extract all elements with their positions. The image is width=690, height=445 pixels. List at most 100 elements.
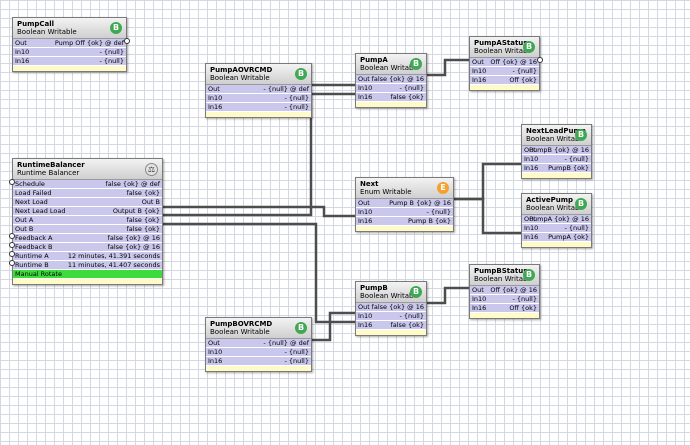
output-pin-icon[interactable]: [537, 57, 543, 63]
slot-in16[interactable]: In16 PumpB {ok}: [522, 164, 591, 173]
slot-value: 11 minutes, 41.407 seconds: [67, 261, 160, 269]
slot-value: false {ok} @ 16: [107, 243, 160, 251]
slot-in10[interactable]: In10- {null}: [206, 94, 311, 103]
block-type: Boolean Writab: [526, 135, 580, 143]
slot-value: false {ok} @ 16: [371, 75, 424, 83]
slot-label: Out: [15, 39, 27, 47]
slot-label: In10: [524, 224, 539, 232]
block-type: Boolean Writable: [17, 28, 77, 36]
slot-label: In10: [15, 48, 30, 56]
slot-in10[interactable]: In10- {null}: [356, 208, 453, 217]
slot-out[interactable]: Out- {null} @ def: [206, 85, 311, 94]
slot-value: Off {ok}: [509, 76, 537, 84]
slot-label: Out: [524, 146, 536, 154]
slot-label: In16: [524, 164, 539, 172]
slot-label: Out: [208, 339, 220, 347]
enum-badge-icon: E: [437, 182, 449, 194]
slot-value: - {null}: [284, 103, 309, 111]
block-footer: [522, 173, 591, 178]
block-footer: [522, 242, 591, 247]
block-header: NextLeadPump Boolean Writab B: [522, 125, 591, 146]
slot-out[interactable]: Out- {null} @ def: [206, 339, 311, 348]
input-pin-icon[interactable]: [9, 260, 15, 266]
slot-label: Out: [524, 215, 536, 223]
slot-label: Out: [208, 85, 220, 93]
slot-label: Out: [472, 286, 484, 294]
slot-value: PumpB {ok} @ 16: [529, 146, 589, 154]
slot-in10[interactable]: In10- {null}: [206, 348, 311, 357]
block-footer: [356, 226, 453, 231]
slot-label: In10: [208, 94, 223, 102]
slot-label: Out: [358, 199, 370, 207]
slot-value: - {null}: [399, 84, 424, 92]
slot-label: Out: [358, 303, 370, 311]
slot-value: - {null}: [564, 155, 589, 163]
block-footer: [206, 112, 311, 117]
slot-in16[interactable]: In16- {null}: [13, 57, 126, 66]
slot-in10[interactable]: In10- {null}: [356, 312, 426, 321]
slot-label: Next Lead Load: [15, 207, 66, 215]
block-header: PumpBStatus Boolean Writab B: [470, 265, 539, 286]
slot-in10[interactable]: In10- {null}: [522, 224, 591, 233]
slot-value: Off {ok}: [509, 304, 537, 312]
boolean-badge-icon: B: [295, 68, 307, 80]
runtime-balancer-block[interactable]: RuntimeBalancer Runtime Balancer ⚖ Sched…: [9, 158, 163, 285]
manual-rotate-action[interactable]: Manual Rotate: [13, 270, 162, 279]
pumpbovrcmd-block[interactable]: PumpBOVRCMD Boolean Writable B Out- {nul…: [205, 317, 312, 372]
pumpaovrcmd-block[interactable]: PumpAOVRCMD Boolean Writable B Out- {nul…: [205, 63, 312, 118]
output-pin-icon[interactable]: [124, 38, 130, 44]
slot-in16[interactable]: In16- {null}: [206, 103, 311, 112]
slot-in16[interactable]: In16- {null}: [206, 357, 311, 366]
slot-value: 12 minutes, 41.391 seconds: [67, 252, 160, 260]
block-header: RuntimeBalancer Runtime Balancer ⚖: [13, 159, 162, 180]
input-pin-icon[interactable]: [9, 179, 15, 185]
input-pin-icon[interactable]: [9, 233, 15, 239]
slot-value: Pump B {ok}: [408, 217, 451, 225]
slot-in10[interactable]: In10- {null}: [356, 84, 426, 93]
slot-in10[interactable]: In10- {null}: [522, 155, 591, 164]
block-footer: [13, 66, 126, 71]
slot-in10[interactable]: In10- {null}: [13, 48, 126, 57]
block-type: Boolean Writab: [360, 64, 414, 72]
slot-value: PumpB {ok}: [548, 164, 589, 172]
slot-in10[interactable]: In10- {null}: [470, 295, 539, 304]
slot-label: In10: [472, 295, 487, 303]
block-type: Enum Writable: [360, 188, 412, 196]
input-pin-icon[interactable]: [9, 242, 15, 248]
block-title: PumpB: [360, 284, 388, 292]
input-pin-icon[interactable]: [9, 251, 15, 257]
slot-in10[interactable]: In10- {null}: [470, 67, 539, 76]
